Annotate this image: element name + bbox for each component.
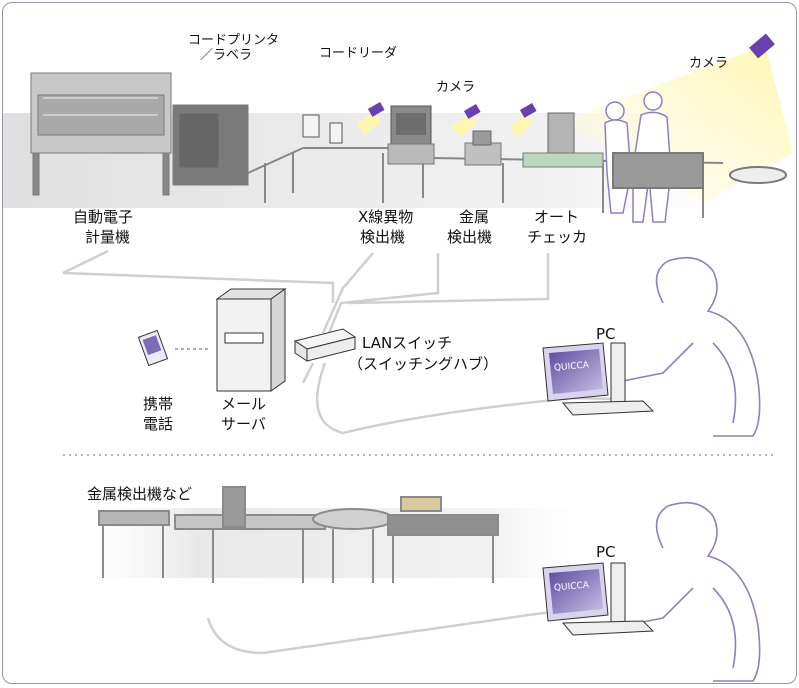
label-metal-line1: 金属	[459, 208, 490, 226]
label-checker-line1: オート	[534, 208, 580, 226]
label-mail-line1: メール	[221, 395, 267, 413]
xray-machine	[387, 105, 435, 165]
pc-monitor-upper	[542, 342, 655, 416]
camera-group-1	[357, 102, 385, 135]
mobile-phone	[137, 329, 169, 367]
label-code-reader: コードリーダ	[319, 46, 398, 61]
label-mail-line2: サーバ	[221, 415, 266, 433]
packing-table	[612, 152, 787, 189]
auto-checker-machine	[522, 112, 604, 168]
pc-user-lower	[612, 501, 761, 682]
label-pc-upper: PC	[596, 325, 616, 343]
lan-switch-box	[293, 328, 357, 362]
label-lower-section: 金属検出機など	[87, 485, 193, 503]
label-auto-weigher-line2: 計量機	[85, 228, 131, 246]
label-code-printer-line2: ／ラベラ	[200, 48, 253, 63]
label-xray-line1: X線異物	[358, 208, 414, 226]
production-line-scene	[3, 33, 796, 682]
lower-conveyor	[98, 486, 499, 583]
metal-detector-machine	[464, 130, 502, 166]
pc-monitor-lower	[542, 562, 655, 636]
label-metal-line2: 検出機	[447, 228, 493, 246]
label-code-printer-line1: コードプリンタ	[188, 33, 280, 48]
pc-user-upper	[612, 256, 761, 437]
auto-weigher-machine	[30, 72, 249, 196]
camera-beam-large	[563, 45, 793, 203]
label-pc-lower: PC	[596, 543, 616, 561]
mail-server	[215, 288, 287, 392]
label-phone-line1: 携帯	[143, 395, 174, 413]
screen-logo-upper: QUICCA	[553, 360, 590, 374]
label-camera-small: カメラ	[436, 80, 476, 95]
label-xray-line2: 検出機	[360, 228, 406, 246]
label-lan-switch: LANスイッチ	[362, 334, 453, 352]
label-auto-weigher-line1: 自動電子	[73, 208, 134, 226]
camera-group-3	[509, 103, 537, 137]
camera-large	[749, 33, 775, 59]
network-cables	[62, 249, 614, 435]
camera-group-2	[451, 104, 481, 137]
network-cable-lower	[206, 611, 579, 655]
screen-logo-lower: QUICCA	[553, 580, 590, 594]
code-reader-device	[329, 122, 343, 144]
label-checker-line2: チェッカ	[527, 228, 588, 246]
code-printer-device	[302, 114, 320, 138]
label-phone-line2: 電話	[143, 415, 174, 433]
label-switching-hub: （スイッチングハブ）	[348, 355, 499, 373]
label-camera-large: カメラ	[689, 56, 729, 71]
